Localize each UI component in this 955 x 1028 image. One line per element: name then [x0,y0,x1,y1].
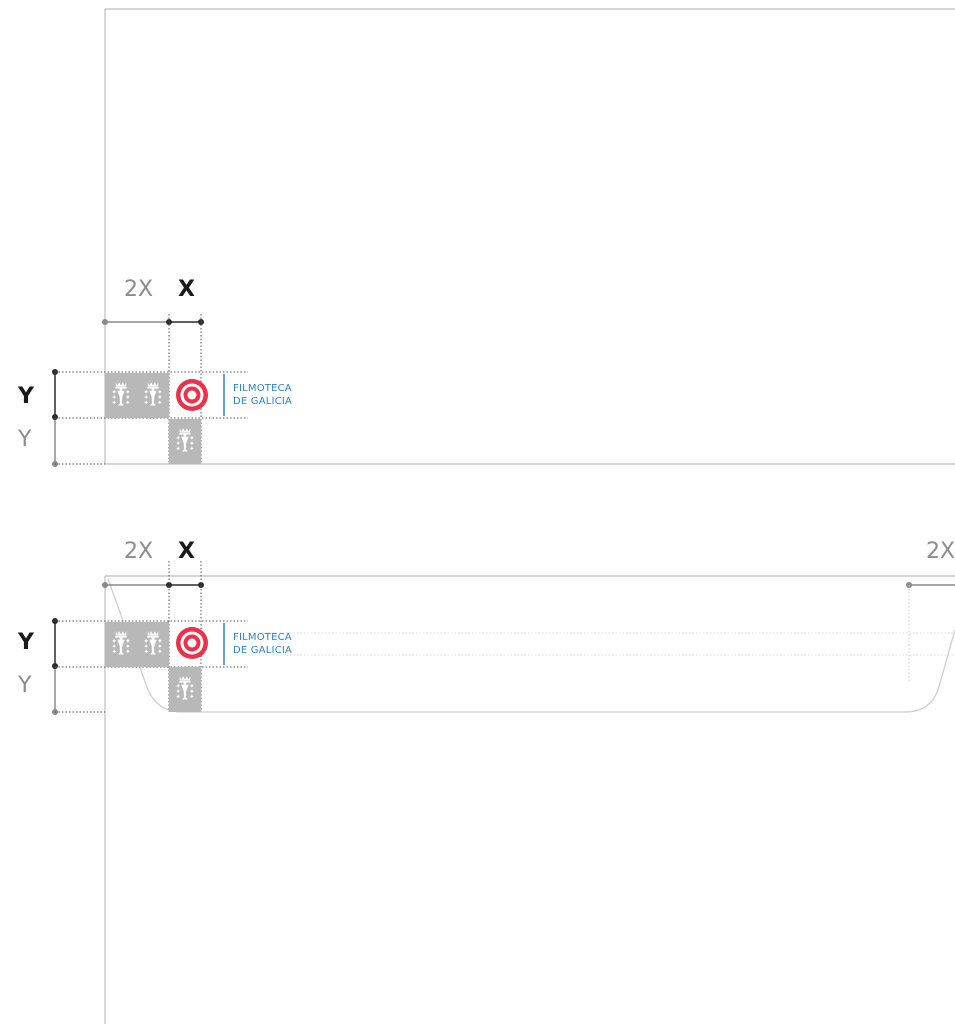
top-label-2x: 2X [124,277,154,302]
top-target-center [187,390,197,400]
bottom-brand-line2: DE GALICIA [233,645,293,656]
bottom-label-2x-right: 2X [926,539,955,564]
bottom-label-x: X [178,539,195,564]
top-label-y-light: Y [18,427,32,452]
top-brand-line2: DE GALICIA [233,396,293,407]
bottom-label-y-bold: Y [18,630,34,655]
top-brand-line1: FILMOTECA [233,383,292,394]
bottom-dim-2x-start [102,582,108,588]
bottom-dim-x-end [198,582,204,588]
bottom-brand-line1: FILMOTECA [233,632,292,643]
top-label-y-bold: Y [18,384,34,409]
top-label-x: X [178,277,195,302]
bottom-label-y-light: Y [18,673,32,698]
bottom-label-2x: 2X [124,539,154,564]
top-dim-2x-start [102,319,108,325]
bottom-card-outline [107,578,955,713]
bottom-target-center [187,638,197,648]
bottom-dim-y-mid [52,663,58,669]
bottom-dim-x-start [166,582,172,588]
top-dim-y-mid [52,414,58,420]
